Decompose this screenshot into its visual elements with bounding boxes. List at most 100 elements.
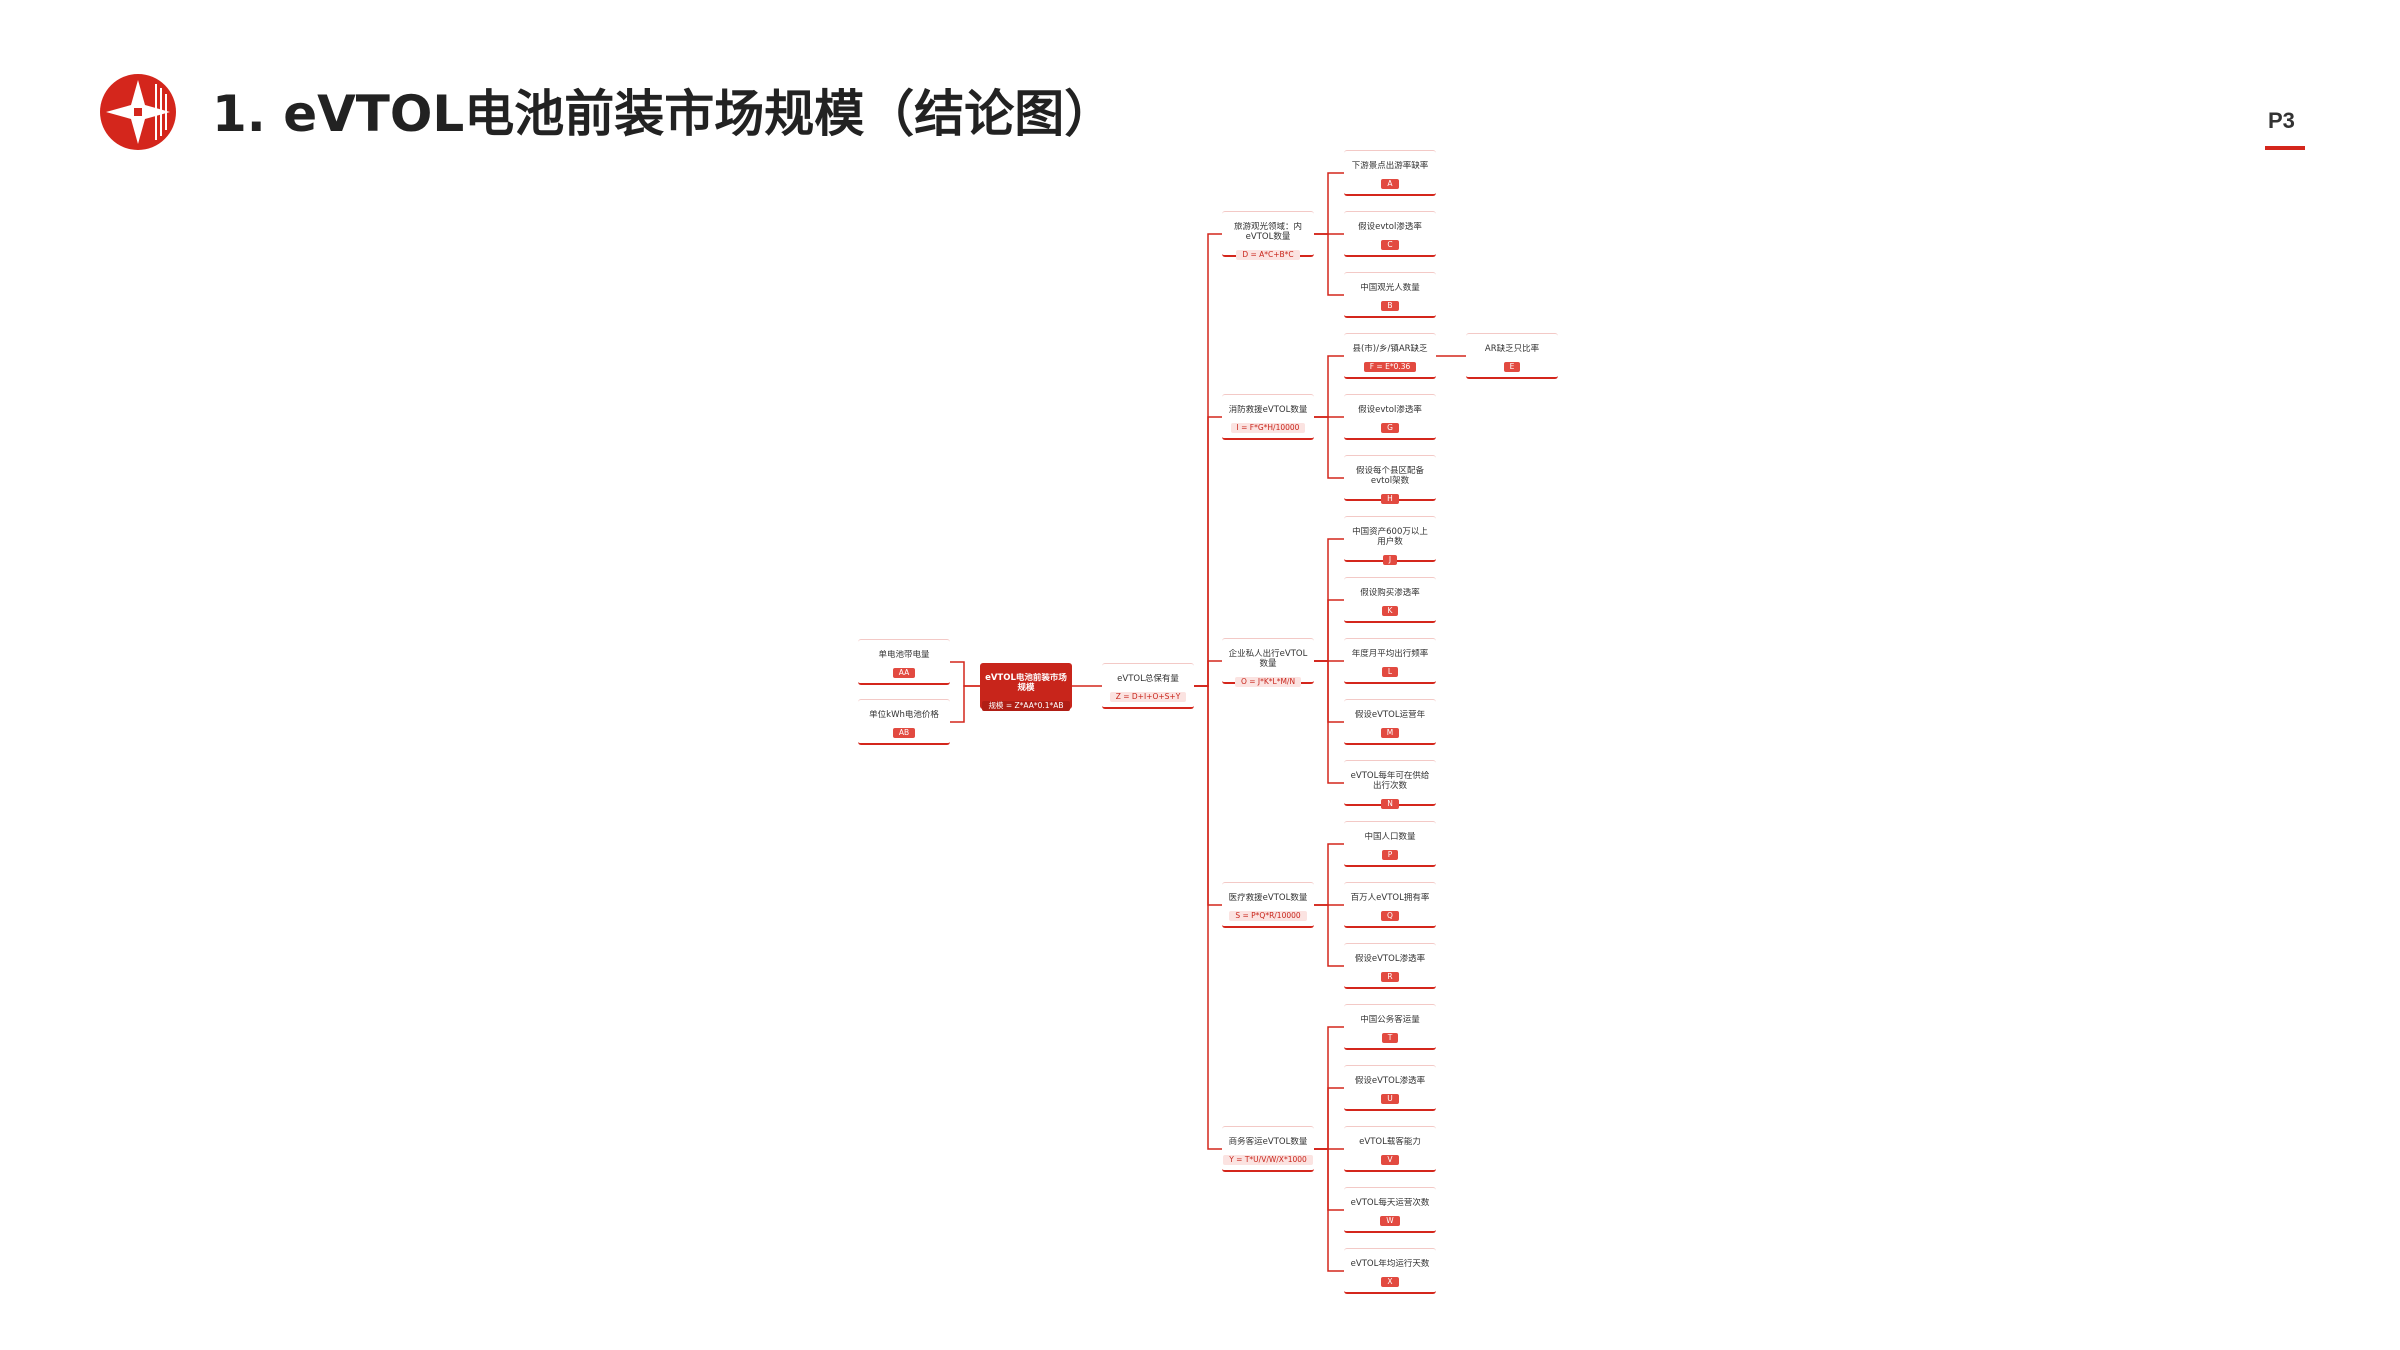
leaf-m-formula: M: [1380, 728, 1400, 738]
connector-line: [950, 661, 980, 687]
branch-2-label: 消防救援eVTOL数量: [1228, 405, 1308, 415]
leaf-h-label: 假设每个县区配备evtol架数: [1355, 466, 1424, 486]
leaf-f[interactable]: 县(市)/乡/镇AR缺乏 F = E*0.36: [1344, 333, 1436, 379]
leaf-b[interactable]: 中国观光人数量 B: [1344, 272, 1436, 318]
leaf-t[interactable]: 中国公务客运量 T: [1344, 1004, 1436, 1050]
connector-line: [1194, 685, 1222, 1150]
leaf-n-label: eVTOL每年可在供给出行次数: [1350, 771, 1430, 791]
leaf-h[interactable]: 假设每个县区配备evtol架数 H: [1344, 455, 1436, 504]
leaf-b-formula: B: [1381, 301, 1399, 311]
branch-1[interactable]: 旅游观光领域：内eVTOL数量 D = A*C+B*C: [1222, 211, 1314, 260]
leaf-n[interactable]: eVTOL每年可在供给出行次数 N: [1344, 760, 1436, 809]
leaf-r-formula: R: [1381, 972, 1399, 982]
connector-line: [1314, 1148, 1344, 1272]
input-aa-formula: AA: [892, 668, 916, 678]
leaf-r-label: 假设eVTOL渗透率: [1354, 954, 1426, 964]
leaf-e-label: AR缺乏只比率: [1484, 344, 1540, 354]
leaf-k-label: 假设购买渗透率: [1360, 588, 1420, 598]
leaf-j-label: 中国资产600万以上用户数: [1352, 527, 1428, 547]
leaf-m-label: 假设eVTOL运营年: [1354, 710, 1426, 720]
leaf-t-formula: T: [1381, 1033, 1399, 1043]
connector-line: [1314, 660, 1344, 723]
connector-line: [1314, 172, 1344, 235]
branch-5-formula: Y = T*U/V/W/X*1000: [1223, 1155, 1313, 1165]
page-number: P3: [2268, 108, 2295, 133]
leaf-g-label: 假设evtol渗透率: [1358, 405, 1422, 415]
connector-line: [1314, 1087, 1344, 1150]
company-logo: [100, 74, 176, 150]
input-aa[interactable]: 单电池带电量 AA: [858, 639, 950, 685]
leaf-c-label: 假设evtol渗透率: [1358, 222, 1422, 232]
leaf-v-label: eVTOL载客能力: [1359, 1137, 1421, 1147]
connector-line: [1314, 843, 1344, 906]
root-node[interactable]: eVTOL电池前装市场规模规模 = Z*AA*0.1*AB: [980, 663, 1072, 711]
connector-line: [1314, 1148, 1344, 1211]
leaf-x-label: eVTOL年均运行天数: [1350, 1259, 1430, 1269]
branch-2[interactable]: 消防救援eVTOL数量 I = F*G*H/10000: [1222, 394, 1314, 440]
connector-line: [1314, 660, 1344, 784]
connector-line: [1314, 904, 1344, 967]
branch-3-formula: O = J*K*L*M/N: [1234, 677, 1302, 687]
input-aa-label: 单电池带电量: [878, 650, 930, 660]
branch-3-label: 企业私人出行eVTOL数量: [1228, 649, 1308, 669]
leaf-h-formula: H: [1381, 494, 1399, 504]
total-node[interactable]: eVTOL总保有量 Z = D+I+O+S+Y: [1102, 663, 1194, 709]
branch-3[interactable]: 企业私人出行eVTOL数量 O = J*K*L*M/N: [1222, 638, 1314, 687]
leaf-g-formula: G: [1381, 423, 1399, 433]
input-ab-formula: AB: [892, 728, 916, 738]
root-node-formula: 规模 = Z*AA*0.1*AB: [982, 701, 1070, 711]
connector-line: [1314, 355, 1344, 418]
leaf-a-formula: A: [1381, 179, 1399, 189]
branch-4[interactable]: 医疗救援eVTOL数量 S = P*Q*R/10000: [1222, 882, 1314, 928]
input-ab[interactable]: 单位kWh电池价格 AB: [858, 699, 950, 745]
leaf-r[interactable]: 假设eVTOL渗透率 R: [1344, 943, 1436, 989]
leaf-x[interactable]: eVTOL年均运行天数 X: [1344, 1248, 1436, 1294]
leaf-b-label: 中国观光人数量: [1360, 283, 1420, 293]
branch-5[interactable]: 商务客运eVTOL数量 Y = T*U/V/W/X*1000: [1222, 1126, 1314, 1172]
leaf-l-formula: L: [1381, 667, 1399, 677]
branch-2-formula: I = F*G*H/10000: [1230, 423, 1306, 433]
connector-line: [1194, 416, 1222, 687]
leaf-m[interactable]: 假设eVTOL运营年 M: [1344, 699, 1436, 745]
leaf-p-label: 中国人口数量: [1364, 832, 1416, 842]
connector-line: [1314, 416, 1344, 479]
leaf-x-formula: X: [1381, 1277, 1399, 1287]
root-node-label: eVTOL电池前装市场规模: [985, 673, 1067, 693]
connector-line: [950, 685, 980, 723]
total-node-label: eVTOL总保有量: [1117, 674, 1179, 684]
connector-line: [1314, 233, 1344, 296]
leaf-g[interactable]: 假设evtol渗透率 G: [1344, 394, 1436, 440]
branch-4-label: 医疗救援eVTOL数量: [1228, 893, 1308, 903]
leaf-v-formula: V: [1381, 1155, 1399, 1165]
leaf-t-label: 中国公务客运量: [1360, 1015, 1420, 1025]
leaf-f-formula: F = E*0.36: [1363, 362, 1417, 372]
branch-5-label: 商务客运eVTOL数量: [1228, 1137, 1308, 1147]
leaf-f-label: 县(市)/乡/镇AR缺乏: [1352, 344, 1428, 354]
leaf-c[interactable]: 假设evtol渗透率 C: [1344, 211, 1436, 257]
branch-4-formula: S = P*Q*R/10000: [1229, 911, 1307, 921]
branch-1-label: 旅游观光领域：内eVTOL数量: [1233, 222, 1302, 242]
leaf-e[interactable]: AR缺乏只比率 E: [1466, 333, 1558, 379]
leaf-v[interactable]: eVTOL载客能力 V: [1344, 1126, 1436, 1172]
leaf-e-formula: E: [1503, 362, 1521, 372]
total-node-formula: Z = D+I+O+S+Y: [1109, 692, 1187, 702]
leaf-w-label: eVTOL每天运营次数: [1350, 1198, 1430, 1208]
leaf-c-formula: C: [1381, 240, 1399, 250]
connector-line: [1314, 599, 1344, 662]
leaf-u-label: 假设eVTOL渗透率: [1354, 1076, 1426, 1086]
page-number-underline: [2265, 146, 2305, 150]
branch-1-formula: D = A*C+B*C: [1236, 250, 1300, 260]
input-ab-label: 单位kWh电池价格: [869, 710, 939, 720]
leaf-q-formula: Q: [1381, 911, 1399, 921]
connector-line: [1194, 660, 1222, 687]
leaf-n-formula: N: [1381, 799, 1399, 809]
